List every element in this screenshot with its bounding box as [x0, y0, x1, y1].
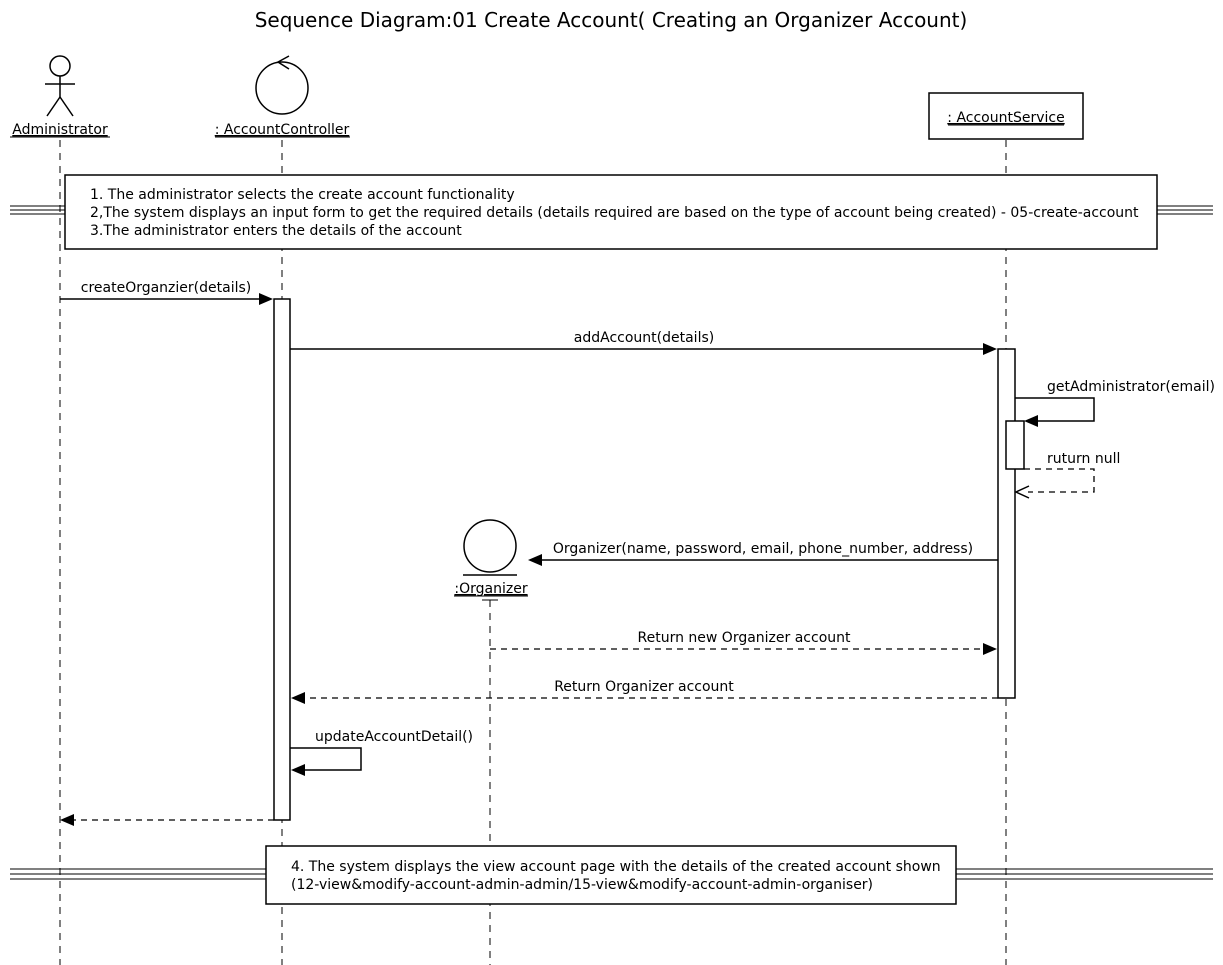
participant-administrator: Administrator [12, 122, 108, 138]
message-add-account: addAccount(details) [574, 330, 714, 346]
arrowhead [291, 692, 305, 704]
arrowhead [528, 554, 542, 566]
message-get-administrator: getAdministrator(email) [1047, 379, 1215, 395]
note-line: (12-view&modify-account-admin-admin/15-v… [291, 877, 873, 893]
participant-account-controller: : AccountController [215, 122, 350, 138]
message-return-null-arrow [1024, 468, 1095, 493]
arrowhead [291, 764, 305, 776]
note-step-4: 4. The system displays the view account … [10, 845, 1213, 905]
message-return-null: ruturn null [1047, 451, 1120, 467]
participant-organizer: :Organizer [454, 581, 527, 597]
arrowhead [983, 343, 997, 355]
actor-icon [45, 55, 75, 117]
diagram-title: Sequence Diagram:01 Create Account( Crea… [255, 8, 968, 32]
control-icon [255, 55, 309, 115]
note-line: 4. The system displays the view account … [291, 859, 941, 875]
message-return-organizer: Return Organizer account [554, 679, 734, 695]
message-update-account-detail-arrow [290, 747, 362, 771]
arrowhead [1024, 415, 1038, 427]
message-update-account-detail: updateAccountDetail() [315, 729, 473, 745]
arrowhead [60, 814, 74, 826]
note-line: 3.The administrator enters the details o… [90, 223, 462, 239]
activation-account-controller [273, 298, 291, 821]
message-return-new-organizer: Return new Organizer account [638, 630, 852, 646]
arrowhead [983, 643, 997, 655]
note-steps-1-3: 1. The administrator selects the create … [10, 174, 1213, 250]
participant-account-service: : AccountService [947, 110, 1064, 126]
message-create-organizer: createOrganzier(details) [81, 280, 251, 296]
message-organizer-ctor: Organizer(name, password, email, phone_n… [553, 541, 973, 557]
note-line: 1. The administrator selects the create … [90, 187, 515, 203]
activation-account-service [997, 348, 1016, 699]
activation-account-service-nested [1005, 420, 1025, 470]
entity-icon [463, 519, 517, 576]
participant-account-service-box [928, 92, 1084, 140]
arrowhead [1014, 485, 1030, 499]
arrowhead [259, 293, 273, 305]
message-get-administrator-arrow [1015, 397, 1095, 422]
note-line: 2,The system displays an input form to g… [90, 205, 1139, 221]
